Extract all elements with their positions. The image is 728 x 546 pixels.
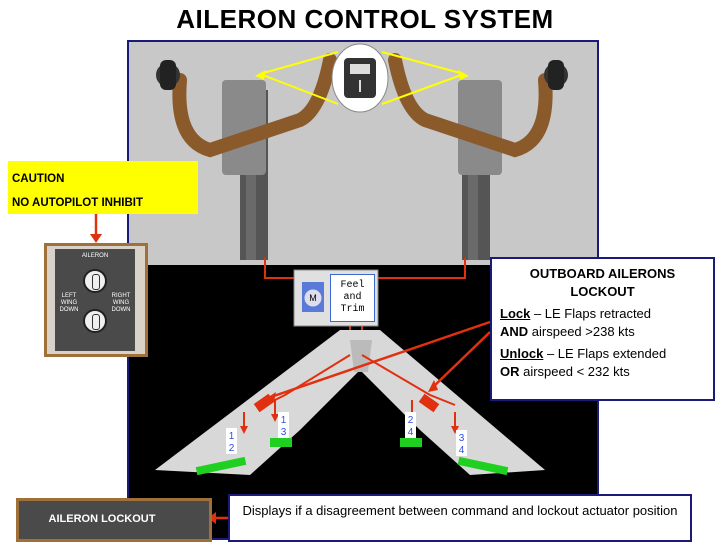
feel-label: Feel — [340, 280, 365, 291]
aileron-actuators — [195, 438, 509, 476]
lock-word: Lock — [500, 306, 531, 321]
surface-label-right-inner-2: 4 — [408, 427, 414, 438]
caution-note: CAUTION NO AUTOPILOT INHIBIT — [8, 161, 198, 214]
aileron-trim-switch-upper[interactable] — [83, 269, 107, 293]
outboard-arrows — [264, 320, 491, 402]
and-word: AND — [500, 324, 529, 339]
right-wing-down-label: RIGHT WING DOWN — [109, 293, 133, 314]
aileron-switch-face: AILERON LEFT WING DOWN RIGHT WING DOWN — [55, 249, 135, 351]
unlock-text: – LE Flaps extended — [543, 346, 667, 361]
feel-and-trim-unit: Feel and Trim — [330, 274, 375, 322]
disagreement-note: Displays if a disagreement between comma… — [228, 494, 692, 542]
outboard-heading: OUTBOARD AILERONS LOCKOUT — [500, 265, 705, 301]
right-control-column — [388, 53, 568, 260]
aileron-lockout-light: AILERON LOCKOUT — [16, 498, 212, 542]
right-label-line2: WING — [112, 300, 130, 306]
or-text: airspeed < 232 kts — [519, 364, 630, 379]
right-label-line3: DOWN — [111, 307, 131, 313]
left-label-line2: WING — [60, 300, 78, 306]
or-word: OR — [500, 364, 520, 379]
trim-label: Trim — [340, 304, 365, 315]
surface-label-left-outer-1: 1 — [229, 431, 235, 442]
surface-label-boxes — [226, 412, 467, 456]
outboard-heading-line1: OUTBOARD AILERONS — [529, 266, 676, 281]
surface-label-right-outer-2: 4 — [459, 445, 465, 456]
left-wing-down-label: LEFT WING DOWN — [57, 293, 81, 314]
yoke-interconnect — [255, 43, 469, 113]
and-text: airspeed >238 kts — [528, 324, 635, 339]
surface-label-left-inner-2: 3 — [281, 427, 287, 438]
left-control-column — [156, 53, 337, 260]
outboard-heading-line2: LOCKOUT — [570, 284, 635, 299]
surface-label-right-inner-1: 2 — [408, 415, 414, 426]
aileron-lockout-label: AILERON LOCKOUT — [48, 513, 156, 525]
surface-label-right-outer-1: 3 — [459, 433, 465, 444]
unlock-word: Unlock — [500, 346, 544, 361]
surface-label-left-outer-2: 2 — [229, 443, 235, 454]
left-label-line3: DOWN — [59, 307, 79, 313]
right-label-line1: RIGHT — [111, 293, 131, 299]
left-label-line1: LEFT — [61, 293, 77, 299]
aileron-panel-header: AILERON — [81, 253, 109, 259]
wing-cables — [240, 354, 459, 434]
caution-line2: NO AUTOPILOT INHIBIT — [12, 197, 143, 209]
lock-text: – LE Flaps retracted — [530, 306, 652, 321]
caution-arrow — [90, 214, 102, 243]
and-label: and — [343, 292, 362, 303]
caution-line1: CAUTION — [12, 173, 65, 185]
surface-label-left-inner-1: 1 — [281, 415, 287, 426]
aileron-switch-panel: AILERON LEFT WING DOWN RIGHT WING DOWN — [44, 243, 148, 357]
aileron-trim-switch-lower[interactable] — [83, 309, 107, 333]
wing-planform — [155, 330, 545, 475]
motor-label: M — [309, 293, 317, 303]
surface-labels: 1 2 1 3 2 4 3 4 — [229, 415, 465, 456]
page-title: AILERON CONTROL SYSTEM — [176, 4, 554, 34]
outboard-ailerons-lockout-box: OUTBOARD AILERONS LOCKOUT Lock – LE Flap… — [490, 257, 715, 401]
lockout-arrow — [208, 512, 228, 524]
